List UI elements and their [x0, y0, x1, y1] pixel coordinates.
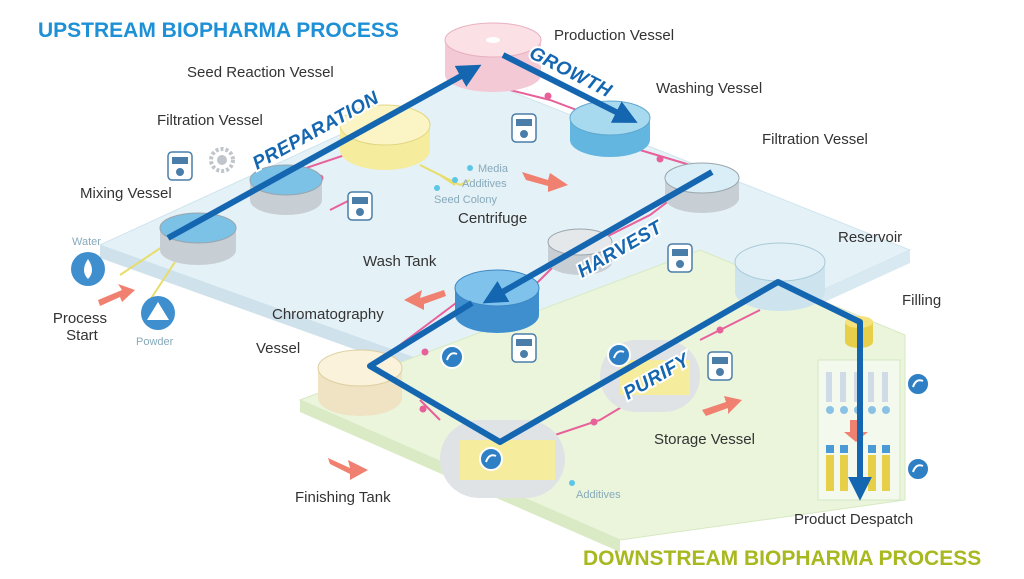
flow-arrow-harvest — [482, 169, 714, 304]
label-filtration-vessel-right: Filtration Vessel — [762, 131, 868, 148]
label-vessel: Vessel — [256, 340, 300, 357]
label-production-vessel: Production Vessel — [554, 27, 674, 44]
sensor-icons — [440, 343, 930, 481]
label-seed-colony: Seed Colony — [434, 194, 497, 206]
label-media: Media — [478, 163, 509, 175]
label-filling: Filling — [902, 292, 941, 309]
reservoir — [734, 242, 826, 311]
label-process-start: Process Start — [53, 310, 111, 344]
direction-arrow-storage — [702, 396, 742, 416]
direction-arrow-finishing — [328, 458, 368, 480]
label-seed-reaction-vessel: Seed Reaction Vessel — [187, 64, 334, 81]
wash-tank — [454, 269, 540, 333]
flow-arrow-preparation — [166, 64, 482, 241]
label-centrifuge: Centrifuge — [458, 210, 527, 227]
control-panel-icon — [511, 333, 537, 363]
production-vessel — [444, 22, 542, 92]
vessel — [317, 349, 403, 416]
sensor-icon — [906, 457, 930, 481]
filtration-vessel-upper — [249, 164, 323, 215]
powder-icon — [141, 296, 175, 330]
label-finishing-tank: Finishing Tank — [295, 489, 391, 506]
pipe-nodes — [316, 92, 724, 426]
direction-arrows — [98, 172, 742, 480]
water-drop-icon — [71, 252, 105, 286]
direction-arrow-start — [98, 284, 135, 306]
label-storage-vessel: Storage Vessel — [654, 431, 755, 448]
downstream-title: DOWNSTREAM BIOPHARMA PROCESS — [583, 547, 981, 570]
direction-arrow-wash — [404, 290, 446, 310]
direction-arrow-upper — [522, 172, 568, 192]
sensor-icon — [607, 343, 631, 367]
label-filtration-vessel-upper: Filtration Vessel — [157, 112, 263, 129]
control-panel-icon — [707, 351, 733, 381]
label-water: Water — [72, 236, 101, 248]
mixing-vessel — [159, 212, 237, 265]
input-nodes — [434, 165, 575, 486]
gear-icon — [209, 147, 235, 173]
flow-path-arrows — [166, 52, 872, 501]
label-additives-bottom: Additives — [576, 489, 621, 501]
sensor-icon — [479, 447, 503, 471]
control-panel-icon — [167, 151, 193, 181]
label-washing-vessel: Washing Vessel — [656, 80, 762, 97]
flow-arrow-growth — [501, 52, 638, 123]
control-panel-icons — [167, 113, 733, 381]
upstream-title: UPSTREAM BIOPHARMA PROCESS — [38, 19, 399, 42]
label-reservoir: Reservoir — [838, 229, 902, 246]
label-mixing-vessel: Mixing Vessel — [80, 185, 172, 202]
flow-arrow-purify — [367, 279, 872, 501]
control-panel-icon — [667, 243, 693, 273]
control-panel-icon — [511, 113, 537, 143]
label-powder: Powder — [136, 336, 174, 348]
seed-reaction-vessel — [339, 104, 431, 170]
sensor-icon — [906, 372, 930, 396]
label-wash-tank: Wash Tank — [363, 253, 437, 270]
label-additives-top: Additives — [462, 178, 507, 190]
label-chromatography: Chromatography — [272, 306, 384, 323]
label-product-despatch: Product Despatch — [794, 511, 913, 528]
sensor-icon — [440, 345, 464, 369]
control-panel-icon — [347, 191, 373, 221]
filtration-vessel-right — [664, 162, 740, 213]
